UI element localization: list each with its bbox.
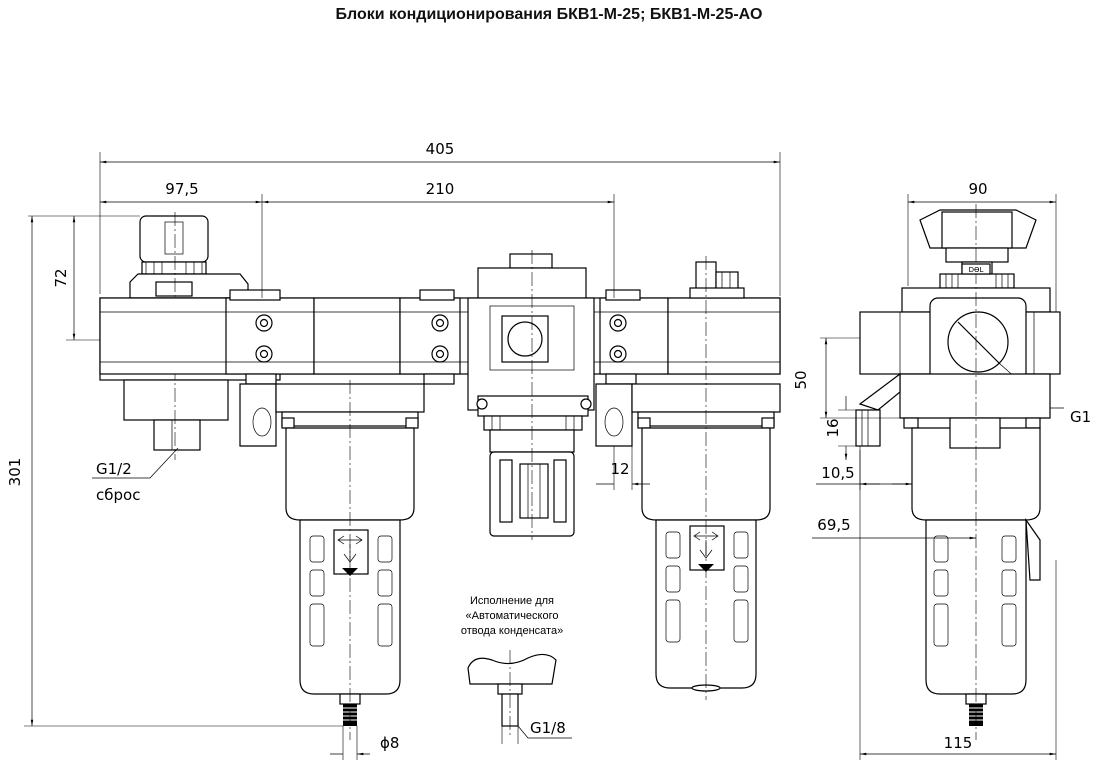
left-filter-unit — [275, 380, 425, 740]
note-line-3: отвода конденсата» — [461, 625, 563, 637]
dim-height-top: 72 — [52, 268, 70, 287]
dim-side-width: 90 — [968, 180, 987, 198]
reset-leader — [92, 447, 179, 479]
dim-side-115: 115 — [944, 734, 973, 752]
dimensions: 405 97,5 210 90 72 301 50 16 10,5 69,5 1… — [6, 140, 1057, 760]
dim-side-50: 50 — [792, 370, 810, 389]
note-line-1: Исполнение для — [470, 595, 554, 607]
knob-marking: DӨL — [969, 266, 984, 274]
auto-drain-detail — [467, 650, 557, 736]
dim-side-69-5: 69,5 — [817, 516, 850, 534]
label-reset-port: G1/2 — [96, 460, 132, 478]
dim-left-offset: 97,5 — [165, 180, 198, 198]
dim-tube-d8: ϕ8 — [380, 734, 399, 752]
page-title: Блоки кондиционирования БКВ1-М-25; БКВ1-… — [335, 6, 763, 23]
screws — [255, 314, 627, 363]
label-port-side: G1 — [1070, 408, 1091, 426]
labels: G1 G1/2 сброс G1/8 Исполнение для «Автом… — [96, 408, 1091, 737]
dim-side-16: 16 — [824, 418, 842, 437]
front-view — [92, 212, 781, 740]
right-filter-unit — [631, 256, 781, 700]
dim-side-10-5: 10,5 — [821, 464, 854, 482]
dim-port-spacing: 210 — [426, 180, 455, 198]
lubricator-unit — [467, 250, 595, 540]
dim-overall-width: 405 — [426, 140, 455, 158]
label-drain-thread: G1/8 — [530, 719, 566, 737]
dim-overall-height: 301 — [6, 458, 24, 487]
manifold — [99, 289, 781, 447]
side-view: DӨL — [855, 204, 1064, 740]
note-line-2: «Автоматического — [465, 610, 558, 622]
dim-gap-12: 12 — [610, 460, 629, 478]
drain-thread-leader — [517, 725, 572, 739]
label-reset-word: сброс — [96, 486, 140, 504]
